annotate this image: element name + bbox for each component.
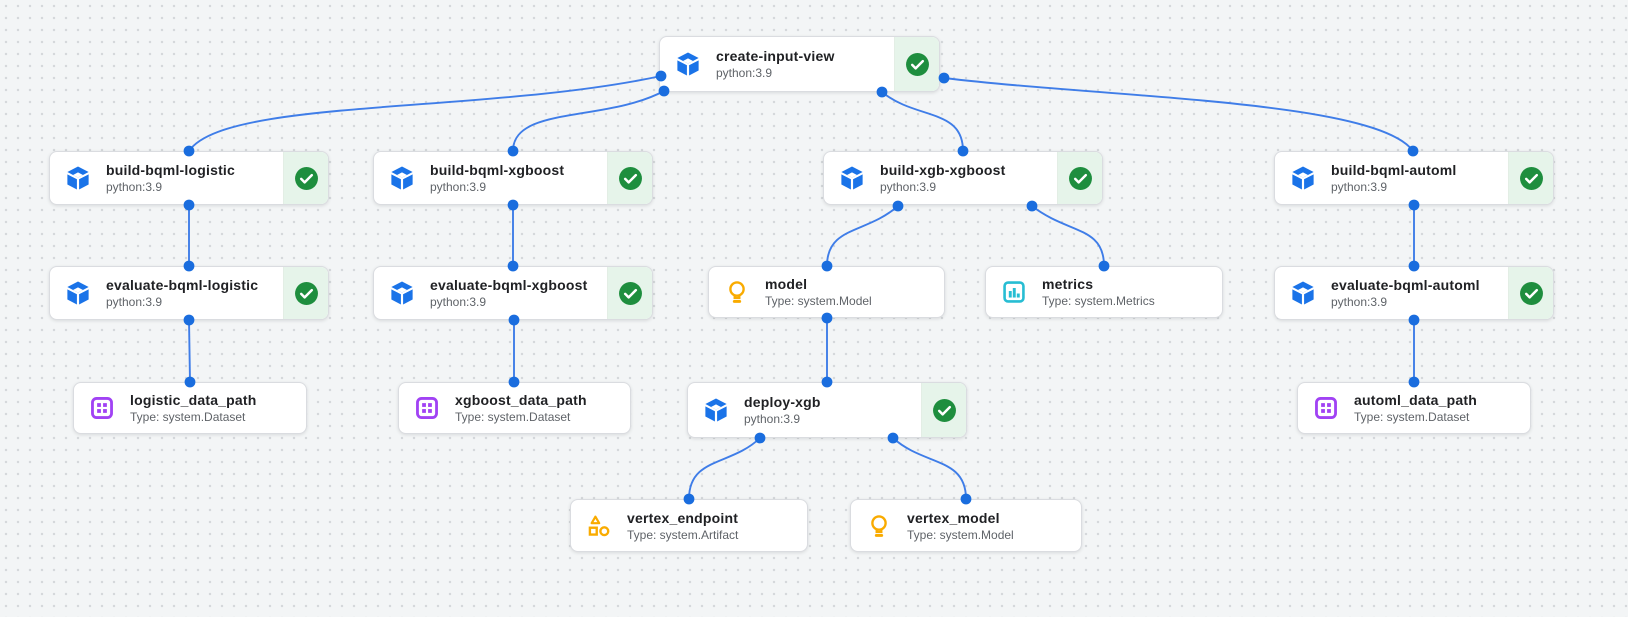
status-panel-succeeded: [1508, 152, 1553, 204]
node-vertex_model[interactable]: vertex_model Type: system.Model: [850, 499, 1082, 552]
node-automl_data_path[interactable]: automl_data_path Type: system.Dataset: [1297, 382, 1531, 434]
status-panel-succeeded: [283, 152, 328, 204]
node-create-input-view[interactable]: create-input-view python:3.9: [659, 36, 940, 92]
node-subtitle: python:3.9: [106, 295, 163, 309]
status-panel-succeeded: [921, 383, 966, 437]
node-vertex_endpoint[interactable]: vertex_endpoint Type: system.Artifact: [570, 499, 808, 552]
node-title: vertex_endpoint: [627, 509, 739, 526]
edge-build-xgb-xgboost-to-model: [821, 200, 904, 272]
edge-build-bqml-xgboost-to-evaluate-bqml-xgboost: [507, 199, 519, 272]
check-icon: [1519, 166, 1544, 191]
node-logistic_data_path[interactable]: logistic_data_path Type: system.Dataset: [73, 382, 307, 434]
node-title: model: [765, 276, 808, 292]
node-subtitle: python:3.9: [430, 295, 487, 309]
node-subtitle: python:3.9: [430, 180, 487, 194]
dataset-icon: [1313, 395, 1339, 421]
edge-create-input-view-to-build-bqml-automl: [938, 72, 1419, 157]
node-title: automl_data_path: [1354, 392, 1477, 408]
cube-icon: [65, 165, 91, 191]
cube-icon: [1290, 280, 1316, 306]
check-icon: [618, 166, 643, 191]
dataset-icon: [414, 395, 440, 421]
check-icon: [618, 281, 643, 306]
check-icon: [294, 281, 319, 306]
node-title: evaluate-bqml-logistic: [106, 277, 259, 293]
node-title: build-bqml-xgboost: [430, 162, 565, 178]
node-evaluate-bqml-xgboost[interactable]: evaluate-bqml-xgboost python:3.9: [373, 266, 653, 320]
node-title: evaluate-bqml-automl: [1331, 277, 1480, 293]
node-title: vertex_model: [907, 509, 1000, 526]
cube-icon: [65, 280, 91, 306]
cube-icon: [389, 280, 415, 306]
edge-build-bqml-logistic-to-evaluate-bqml-logistic: [183, 199, 195, 272]
cube-icon: [389, 165, 415, 191]
node-title: create-input-view: [716, 48, 835, 64]
edge-evaluate-bqml-automl-to-automl_data_path: [1408, 314, 1420, 388]
node-subtitle: Type: system.Metrics: [1042, 294, 1155, 308]
node-evaluate-bqml-automl[interactable]: evaluate-bqml-automl python:3.9: [1274, 266, 1554, 320]
lightbulb-icon: [866, 513, 892, 539]
node-subtitle: python:3.9: [106, 180, 163, 194]
dataset-icon: [89, 395, 115, 421]
node-subtitle: Type: system.Dataset: [1354, 410, 1470, 424]
check-icon: [294, 166, 319, 191]
node-metrics[interactable]: metrics Type: system.Metrics: [985, 266, 1223, 318]
check-icon: [1519, 281, 1544, 306]
node-title: evaluate-bqml-xgboost: [430, 277, 588, 293]
node-title: xgboost_data_path: [455, 392, 587, 408]
node-evaluate-bqml-logistic[interactable]: evaluate-bqml-logistic python:3.9: [49, 266, 329, 320]
node-subtitle: python:3.9: [1331, 295, 1388, 309]
node-deploy-xgb[interactable]: deploy-xgb python:3.9: [687, 382, 967, 438]
check-icon: [1068, 166, 1093, 191]
edge-evaluate-bqml-xgboost-to-xgboost_data_path: [508, 314, 520, 388]
node-subtitle: python:3.9: [1331, 180, 1388, 194]
status-panel-succeeded: [1508, 267, 1553, 319]
edge-build-xgb-xgboost-to-metrics: [1026, 200, 1110, 272]
cube-icon: [703, 397, 729, 423]
node-subtitle: python:3.9: [744, 412, 801, 426]
cube-icon: [675, 51, 701, 77]
edge-deploy-xgb-to-vertex_endpoint: [683, 432, 766, 505]
lightbulb-icon: [724, 279, 750, 305]
metrics-icon: [1001, 279, 1027, 305]
node-build-bqml-xgboost[interactable]: build-bqml-xgboost python:3.9: [373, 151, 653, 205]
node-subtitle: Type: system.Dataset: [130, 410, 246, 424]
edge-create-input-view-to-build-bqml-logistic: [183, 70, 667, 157]
node-subtitle: Type: system.Artifact: [627, 527, 739, 542]
node-xgboost_data_path[interactable]: xgboost_data_path Type: system.Dataset: [398, 382, 631, 434]
node-subtitle: Type: system.Model: [907, 527, 1014, 542]
node-subtitle: Type: system.Model: [765, 294, 872, 308]
node-model[interactable]: model Type: system.Model: [708, 266, 945, 318]
status-panel-succeeded: [607, 267, 652, 319]
check-icon: [905, 52, 930, 77]
status-panel-succeeded: [607, 152, 652, 204]
artifact-icon: [586, 513, 612, 539]
node-title: metrics: [1042, 276, 1094, 292]
edge-create-input-view-to-build-xgb-xgboost: [876, 86, 969, 157]
node-build-bqml-logistic[interactable]: build-bqml-logistic python:3.9: [49, 151, 329, 205]
edge-source-dot: [938, 72, 950, 84]
node-title: deploy-xgb: [744, 394, 821, 410]
check-icon: [932, 398, 957, 423]
edge-create-input-view-to-build-bqml-xgboost: [507, 85, 670, 157]
node-title: build-xgb-xgboost: [880, 162, 1006, 178]
node-title: build-bqml-logistic: [106, 162, 236, 178]
status-panel-succeeded: [283, 267, 328, 319]
status-panel-succeeded: [1057, 152, 1102, 204]
cube-icon: [839, 165, 865, 191]
node-build-xgb-xgboost[interactable]: build-xgb-xgboost python:3.9: [823, 151, 1103, 205]
node-title: logistic_data_path: [130, 392, 257, 408]
node-subtitle: python:3.9: [716, 66, 773, 80]
edge-deploy-xgb-to-vertex_model: [887, 432, 972, 505]
cube-icon: [1290, 165, 1316, 191]
edge-build-bqml-automl-to-evaluate-bqml-automl: [1408, 199, 1420, 272]
status-panel-succeeded: [894, 37, 939, 91]
edge-evaluate-bqml-logistic-to-logistic_data_path: [183, 314, 196, 388]
node-subtitle: python:3.9: [880, 180, 937, 194]
node-title: build-bqml-automl: [1331, 162, 1457, 178]
node-subtitle: Type: system.Dataset: [455, 410, 571, 424]
node-build-bqml-automl[interactable]: build-bqml-automl python:3.9: [1274, 151, 1554, 205]
edge-model-to-deploy-xgb: [821, 312, 833, 388]
